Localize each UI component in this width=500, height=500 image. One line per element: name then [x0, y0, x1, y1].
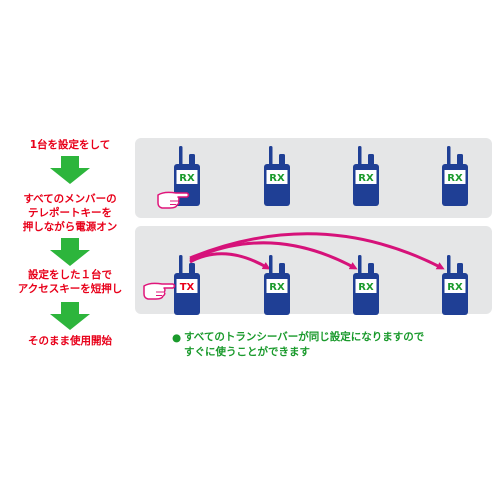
step-3-text: 設定をした１台で アクセスキーを短押し: [17, 269, 123, 295]
bottom-radio-2-radio-icon: RX: [262, 255, 292, 319]
step-4-text: そのまま使用開始: [28, 335, 112, 347]
bottom-radio-1-radio-icon: TX: [172, 255, 202, 319]
pointing-hand-icon: [142, 280, 176, 304]
result-note: ● すべてのトランシーバーが同じ設定になりますので すぐに使うことができます: [172, 330, 425, 360]
down-arrow-icon: [50, 156, 90, 184]
radio-label: RX: [179, 173, 195, 184]
note-line-2: すぐに使うことができます: [184, 346, 310, 358]
bullet-icon: ●: [172, 332, 182, 344]
signal-arrow-to-radio-4: [189, 232, 445, 270]
bottom-radio-3-radio-icon: RX: [351, 255, 381, 319]
radio-label: TX: [180, 282, 195, 293]
signal-arrow-to-radio-2: [189, 252, 271, 270]
top-radio-3-radio-icon: RX: [351, 146, 381, 210]
step-1-text: 1台を設定をして: [29, 139, 111, 151]
bottom-radio-4-radio-icon: RX: [440, 255, 470, 319]
radio-label: RX: [358, 282, 374, 293]
down-arrow-icon: [50, 302, 90, 330]
radio-label: RX: [447, 173, 463, 184]
note-line-1: すべてのトランシーバーが同じ設定になりますので: [184, 331, 425, 343]
radio-label: RX: [269, 282, 285, 293]
top-radio-2-radio-icon: RX: [262, 146, 292, 210]
down-arrow-icon: [50, 238, 90, 266]
radio-label: RX: [447, 282, 463, 293]
pointing-hand-icon: [156, 189, 190, 213]
top-radio-4-radio-icon: RX: [440, 146, 470, 210]
radio-label: RX: [269, 173, 285, 184]
step-2-text: すべてのメンバーの テレポートキーを 押しながら電源オン: [22, 193, 118, 233]
radio-label: RX: [358, 173, 374, 184]
